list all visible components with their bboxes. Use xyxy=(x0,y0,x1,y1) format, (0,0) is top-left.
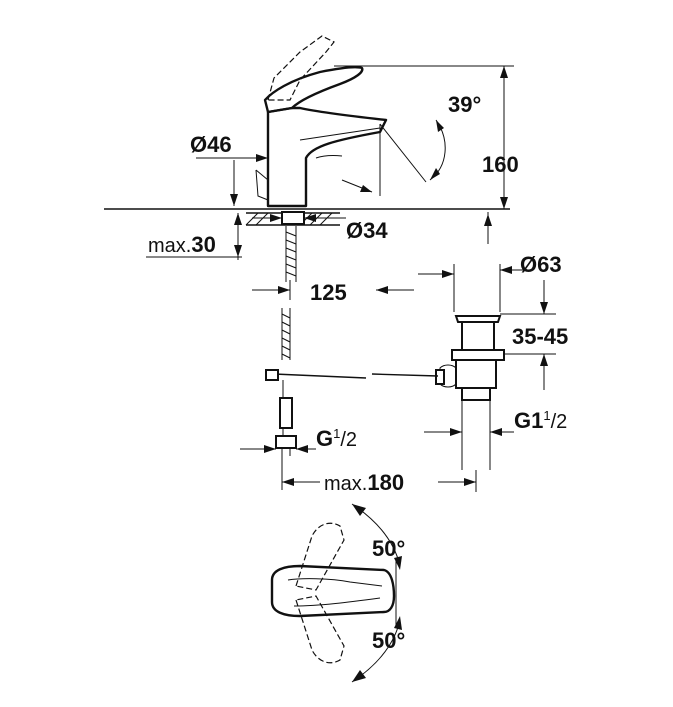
dim-max-deck: max.30 xyxy=(146,213,242,260)
dim-hose-thread: G1/2 xyxy=(240,426,357,453)
dim-waste-range: 35-45 xyxy=(500,280,568,390)
hose-thread-num: 1 xyxy=(333,426,340,441)
max-deck-prefix: max. xyxy=(148,235,191,257)
dim-waste-thread: G11/2 xyxy=(424,408,567,436)
height-label: 160 xyxy=(482,152,519,177)
dim-waste-diameter: Ø63 xyxy=(418,252,562,312)
dim-spout-angle: 39° xyxy=(341,92,481,196)
svg-text:max.30: max.30 xyxy=(148,232,216,257)
hole-diameter-label: Ø34 xyxy=(346,218,388,243)
body-diameter-label: Ø46 xyxy=(190,132,232,157)
lever-raised-outline xyxy=(267,35,335,101)
lever-rotated-up xyxy=(295,522,345,591)
lever-top xyxy=(270,564,396,618)
max-popup-prefix: max. xyxy=(324,473,367,495)
waste-diameter-label: Ø63 xyxy=(520,252,562,277)
waste-range-label: 35-45 xyxy=(512,324,568,349)
dim-reach: 125 xyxy=(252,280,414,305)
popup-waste xyxy=(435,315,505,470)
handle-angle-bottom-label: 50° xyxy=(372,628,405,653)
hose-thread-prefix: G xyxy=(316,426,333,451)
faucet-top-view: 50° 50° xyxy=(270,503,405,683)
lever-rotated-down xyxy=(295,595,345,664)
max-deck-value: 30 xyxy=(191,232,215,257)
waste-thread-prefix: G1 xyxy=(514,408,543,433)
faucet-side-view xyxy=(255,35,388,208)
svg-text:max.180: max.180 xyxy=(324,470,404,495)
dim-height: 160 xyxy=(334,65,519,209)
waste-thread-num: 1 xyxy=(543,408,550,423)
threaded-stud xyxy=(281,211,305,282)
popup-rod xyxy=(265,308,439,490)
waste-thread-den: /2 xyxy=(551,411,568,433)
lever xyxy=(263,66,364,114)
reach-label: 125 xyxy=(310,280,347,305)
dim-body-diameter: Ø46 xyxy=(190,132,268,206)
handle-angle-top-label: 50° xyxy=(372,536,405,561)
max-popup-value: 180 xyxy=(367,470,404,495)
svg-text:G11/2: G11/2 xyxy=(514,408,567,433)
hose-thread-den: /2 xyxy=(340,429,357,451)
spout-angle-label: 39° xyxy=(448,92,481,117)
svg-text:G1/2: G1/2 xyxy=(316,426,357,451)
dim-hole-diameter: Ø34 xyxy=(252,214,388,243)
dim-max-popup: max.180 xyxy=(282,468,477,495)
